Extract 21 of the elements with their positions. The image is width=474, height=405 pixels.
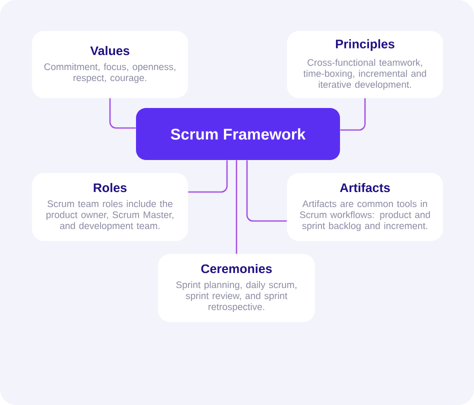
- connector-line: [109, 98, 136, 129]
- card-text: Sprint planning, daily scrum, sprint review, and sprint retrospective.: [176, 281, 296, 312]
- connector-line: [188, 160, 228, 193]
- connector-line: [236, 160, 238, 254]
- card-text: Scrum team roles include the product owner, Scrum Master, and development team.: [46, 200, 174, 232]
- info-card: [287, 173, 443, 241]
- info-card: [158, 254, 315, 322]
- framework-box: Scrum Framework: [136, 108, 340, 160]
- info-card: [32, 31, 188, 98]
- card-text: Artifacts are common tools in Scrum workflows: product and sprint backlog and increment.: [300, 200, 430, 232]
- connector-line: [246, 160, 287, 222]
- card-heading: Roles: [94, 182, 127, 192]
- card-heading: Principles: [336, 39, 394, 51]
- card-heading: Artifacts: [340, 182, 390, 192]
- connector-line: [340, 98, 366, 131]
- card-text: Cross-functional teamwork, time-boxing, incremental and iterative development.: [303, 58, 426, 90]
- card-heading: Ceremonies: [201, 264, 272, 274]
- card-text: Commitment, focus, openness, respect, courage.: [44, 63, 176, 84]
- card-heading: Values: [90, 46, 130, 56]
- info-card: [287, 31, 443, 98]
- info-card: [32, 173, 188, 241]
